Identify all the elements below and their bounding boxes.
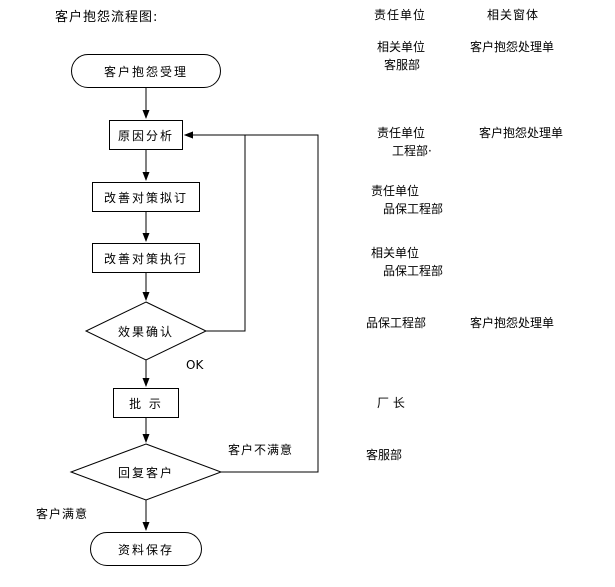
label-ok: OK — [186, 358, 204, 372]
node-improvement-plan-label: 改善对策拟订 — [103, 190, 188, 205]
annotation-row1-unit-line1: 相关单位 — [377, 40, 426, 54]
diamond-reply-customer — [69, 443, 223, 501]
node-complaint-acceptance: 客户抱怨受理 — [71, 54, 221, 88]
annotation-row5-unit-line1: 品保工程部 — [366, 316, 427, 330]
annotation-row3-unit-line1: 责任单位 — [371, 184, 420, 198]
node-effect-confirm-label: 效果确认 — [86, 316, 206, 346]
node-improvement-plan: 改善对策拟订 — [92, 182, 200, 212]
feedback-confirm-to-analysis — [184, 131, 246, 332]
annotation-row4-unit-line1: 相关单位 — [371, 246, 420, 260]
node-improvement-execution-label: 改善对策执行 — [103, 251, 188, 266]
label-customer-satisfied: 客户满意 — [36, 507, 89, 521]
annotation-row3-unit-line2: 品保工程部 — [383, 202, 444, 216]
node-reply-customer-text: 回复客户 — [117, 465, 174, 480]
label-customer-unsatisfied: 客户不满意 — [228, 443, 294, 457]
column-header-responsible-unit: 责任单位 — [374, 8, 427, 22]
node-data-archive: 资料保存 — [90, 532, 202, 566]
node-approval: 批 示 — [113, 388, 179, 418]
page-title: 客户抱怨流程图: — [55, 10, 159, 25]
node-cause-analysis-label: 原因分析 — [117, 128, 174, 143]
feedback-reply-to-analysis — [184, 131, 319, 473]
annotation-row4-unit-line2: 品保工程部 — [383, 264, 444, 278]
node-complaint-acceptance-label: 客户抱怨受理 — [103, 64, 188, 79]
annotation-row2-form: 客户抱怨处理单 — [479, 126, 564, 140]
annotation-row5-form: 客户抱怨处理单 — [470, 316, 555, 330]
node-reply-customer-label: 回复客户 — [71, 457, 221, 487]
column-header-related-form: 相关窗体 — [487, 8, 540, 22]
node-data-archive-label: 资料保存 — [117, 542, 174, 557]
annotation-row1-form: 客户抱怨处理单 — [470, 40, 555, 54]
node-effect-confirm-text: 效果确认 — [117, 324, 174, 339]
node-approval-label: 批 示 — [129, 396, 163, 411]
annotation-row2-unit-line2: 工程部· — [392, 144, 432, 158]
annotation-row1-unit-line2: 客服部 — [384, 58, 421, 72]
annotation-row7-unit-line1: 客服部 — [366, 448, 403, 462]
node-improvement-execution: 改善对策执行 — [92, 243, 200, 273]
diamond-effect-confirm — [84, 301, 208, 361]
node-cause-analysis: 原因分析 — [109, 120, 183, 150]
annotation-row6-unit-line1: 厂 长 — [377, 396, 405, 410]
annotation-row2-unit-line1: 责任单位 — [377, 126, 426, 140]
